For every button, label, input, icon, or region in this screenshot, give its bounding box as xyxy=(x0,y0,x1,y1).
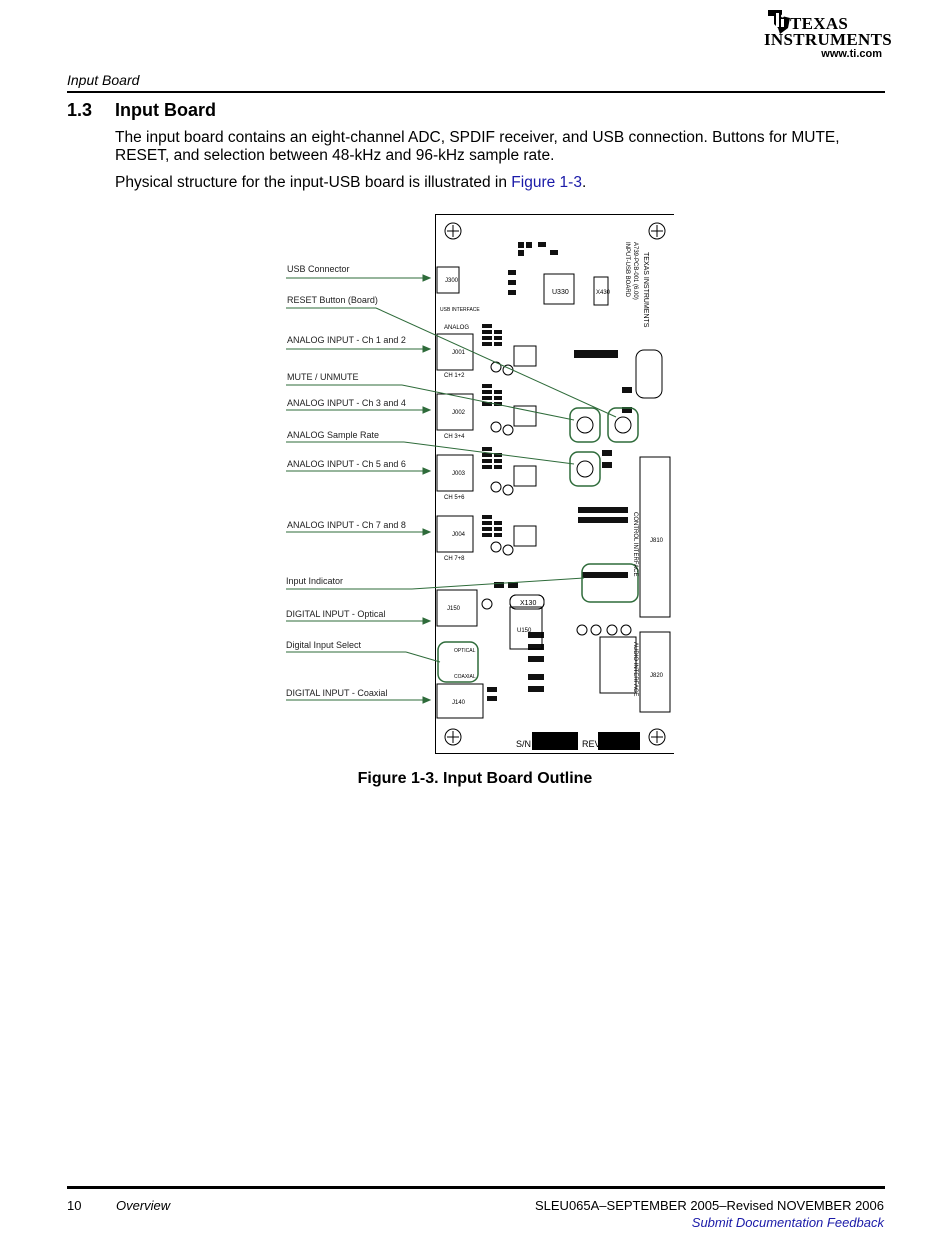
ch34-label: CH 3+4 xyxy=(444,434,465,440)
paragraph2-suffix: . xyxy=(581,174,587,191)
section-title: Input Board xyxy=(115,100,216,120)
j300-label: J300 xyxy=(445,278,459,284)
callout-analog-ch34: ANALOG INPUT - Ch 3 and 4 xyxy=(287,398,406,408)
j004-label: J004 xyxy=(452,532,466,538)
u330-label: U330 xyxy=(552,289,569,296)
crystal-x130 xyxy=(509,594,545,610)
j820-label: J820 xyxy=(650,673,664,679)
control-interface-label: CONTROL INTERFACE xyxy=(632,512,638,576)
j140-label: J140 xyxy=(452,700,466,706)
body-paragraph-2: Physical structure for the input-USB boa… xyxy=(115,174,586,192)
ch56-label: CH 5+6 xyxy=(444,495,465,501)
callout-digital-select: Digital Input Select xyxy=(286,640,362,650)
ti-logo-icon xyxy=(768,10,790,34)
callout-digital-optical: DIGITAL INPUT - Optical xyxy=(286,609,385,619)
board-diagram: J300 USB INTERFACE ANALOG J001 J002 J003… xyxy=(286,214,676,754)
callout-analog-ch78: ANALOG INPUT - Ch 7 and 8 xyxy=(287,520,406,530)
callout-digital-coaxial: DIGITAL INPUT - Coaxial xyxy=(286,688,387,698)
ti-logo: TEXAS INSTRUMENTS www.ti.com xyxy=(762,6,892,62)
footer-section-name: Overview xyxy=(116,1198,171,1213)
board-id-2: INPUT-USB BOARD xyxy=(624,242,630,298)
logo-line1: TEXAS xyxy=(790,14,849,33)
capacitors xyxy=(481,361,632,636)
j150-label: J150 xyxy=(447,606,461,612)
analog-label: ANALOG xyxy=(444,325,469,331)
running-header: Input Board xyxy=(67,72,140,88)
sn-label: S/N xyxy=(516,739,531,749)
j002-label: J002 xyxy=(452,410,466,416)
submit-feedback-link[interactable]: Submit Documentation Feedback xyxy=(691,1215,884,1230)
sn-redaction xyxy=(532,732,578,750)
callout-analog-ch56: ANALOG INPUT - Ch 5 and 6 xyxy=(287,459,406,469)
header-rule xyxy=(67,91,885,93)
callout-mute: MUTE / UNMUTE xyxy=(287,372,359,382)
input-board-figure: J300 USB INTERFACE ANALOG J001 J002 J003… xyxy=(282,212,676,757)
board-ti-brand: TEXAS INSTRUMENTS xyxy=(642,252,649,328)
figure-link[interactable]: Figure 1-3 xyxy=(511,174,582,191)
page-number: 10 xyxy=(67,1198,82,1213)
j810-label: J810 xyxy=(650,538,664,544)
document-id: SLEU065A–SEPTEMBER 2005–Revised NOVEMBER… xyxy=(534,1198,884,1213)
j003-label: J003 xyxy=(452,471,466,477)
x430-label: X430 xyxy=(596,290,611,296)
usb-interface-label: USB INTERFACE xyxy=(440,307,480,313)
button-caps xyxy=(576,416,632,478)
figure-caption: Figure 1-3. Input Board Outline xyxy=(357,770,593,787)
rev-redaction xyxy=(598,732,640,750)
callout-lines xyxy=(286,274,617,704)
x130-label: X130 xyxy=(520,600,536,607)
j001-label: J001 xyxy=(452,350,466,356)
mount-hole-icon xyxy=(444,222,666,746)
rev-label: REV xyxy=(582,739,601,749)
ch12-label: CH 1+2 xyxy=(444,373,465,379)
callout-usb-connector: USB Connector xyxy=(287,264,350,274)
optical-label: OPTICAL xyxy=(454,648,476,654)
logo-line2: INSTRUMENTS xyxy=(764,30,892,49)
ch78-label: CH 7+8 xyxy=(444,556,465,562)
board-buttons xyxy=(437,407,639,683)
body-paragraph-1: The input board contains an eight-channe… xyxy=(115,129,840,164)
callout-reset-button: RESET Button (Board) xyxy=(287,295,378,305)
callout-sample-rate: ANALOG Sample Rate xyxy=(287,430,379,440)
u150-label: U150 xyxy=(517,628,532,634)
footer-rule xyxy=(67,1186,885,1189)
board-id-1: A739-PCB-001 (6.00) xyxy=(632,242,638,300)
usb-connector xyxy=(436,266,460,294)
callout-input-indicator: Input Indicator xyxy=(286,576,343,586)
coaxial-label: COAXIAL xyxy=(454,674,476,680)
smd-components xyxy=(482,242,632,701)
callout-analog-ch12: ANALOG INPUT - Ch 1 and 2 xyxy=(287,335,406,345)
paragraph2-prefix: Physical structure for the input-USB boa… xyxy=(115,174,512,191)
ic-outlines xyxy=(436,273,671,719)
audio-interface-label: AUDIO INTERFACE xyxy=(632,642,638,696)
logo-url[interactable]: www.ti.com xyxy=(821,48,882,60)
section-number: 1.3 xyxy=(67,100,93,120)
